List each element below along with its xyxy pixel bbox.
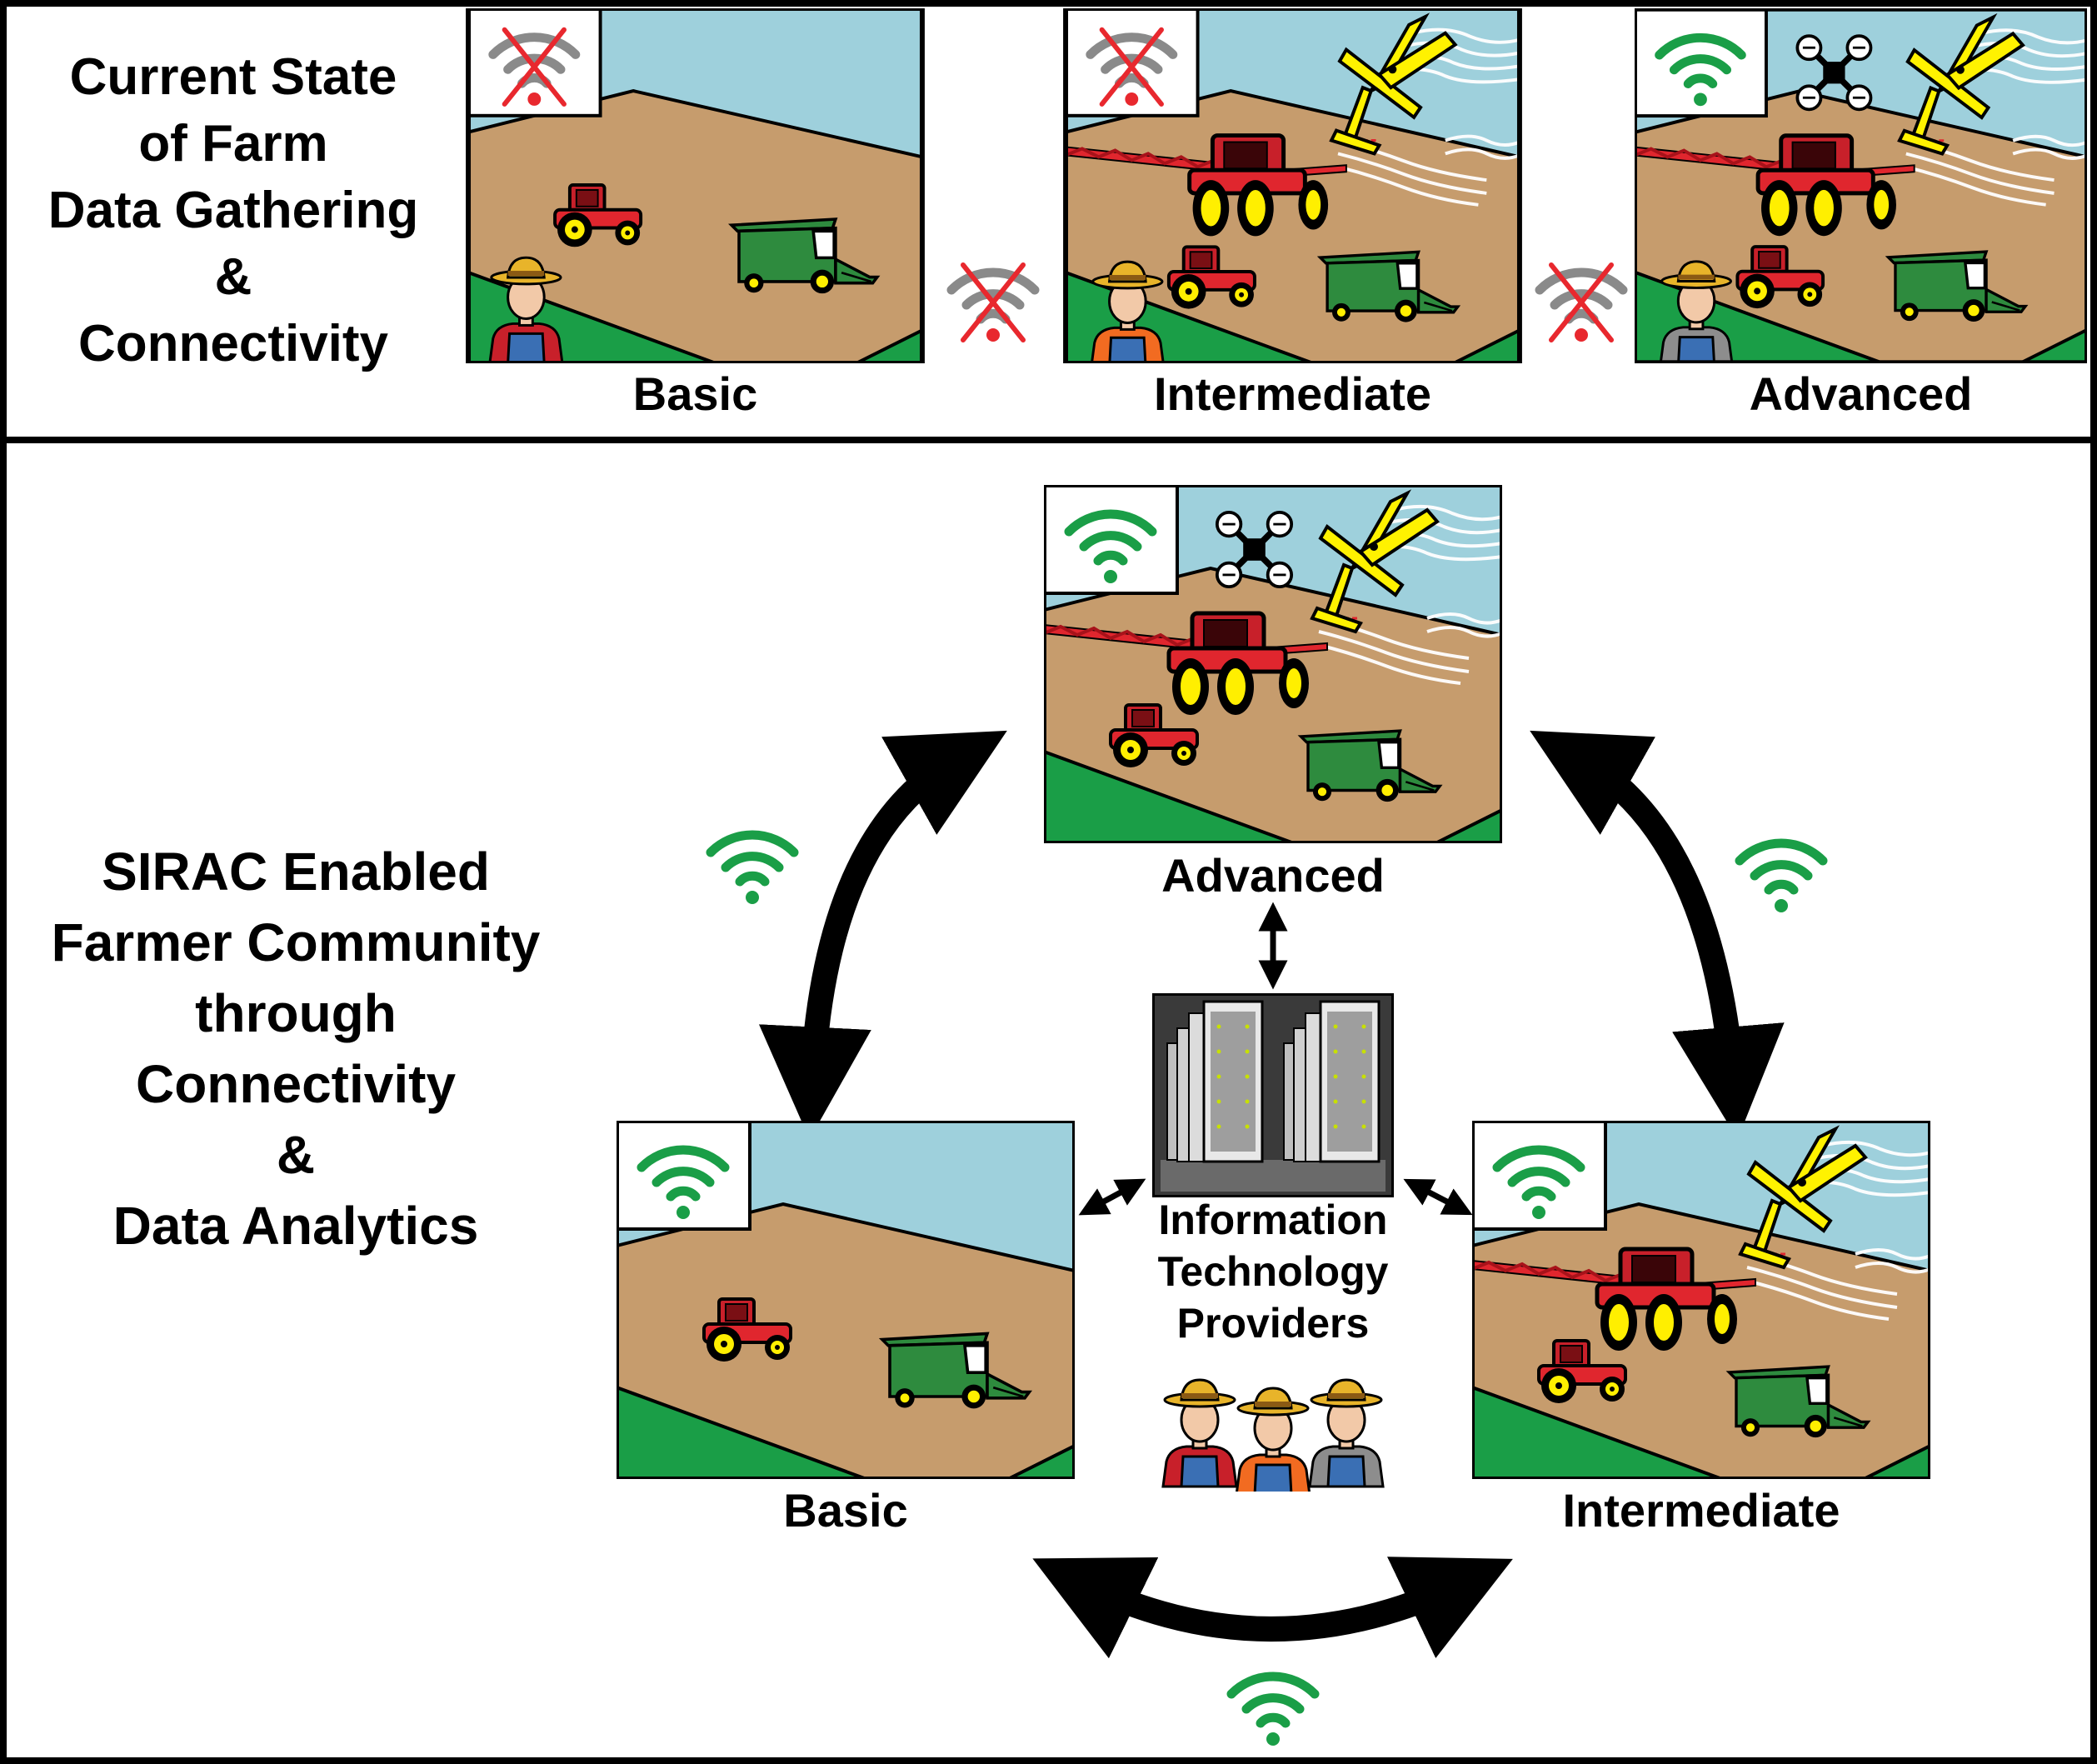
community-scene-advanced <box>1044 485 1502 843</box>
wifi-off-icon <box>951 265 1035 342</box>
top-title-line: of Farm <box>138 115 328 172</box>
bottom-title-line: & <box>276 1125 316 1185</box>
top-label-intermediate: Intermediate <box>1154 367 1431 420</box>
top-title: Current State of Farm Data Gathering & C… <box>17 52 450 385</box>
top-title-line: Current State <box>69 48 397 106</box>
farmer-group <box>1156 1367 1390 1492</box>
farmer-icon <box>1308 1378 1385 1488</box>
link-arrow-advanced-intermediate <box>1530 730 1785 1140</box>
top-scene-basic <box>465 8 926 363</box>
bottom-title: SIRAC Enabled Farmer Community through C… <box>8 845 583 1270</box>
link-arrow-basic-it <box>1078 1178 1146 1216</box>
top-scene-intermediate <box>1062 8 1523 363</box>
bottom-title-line: SIRAC Enabled <box>102 842 490 902</box>
wifi-icon <box>1231 1677 1315 1746</box>
it-providers-line: Information <box>1158 1197 1388 1243</box>
top-title-line: Data Gathering <box>47 182 419 239</box>
community-label-intermediate: Intermediate <box>1562 1484 1840 1537</box>
bottom-title-line: Connectivity <box>135 1054 457 1114</box>
bottom-title-line: Farmer Community <box>51 912 541 972</box>
top-scene-advanced <box>1635 8 2087 363</box>
it-providers-label: Information Technology Providers <box>1116 1194 1430 1349</box>
top-label-advanced: Advanced <box>1749 367 1973 420</box>
top-title-line: Connectivity <box>77 315 389 372</box>
link-status-2 <box>1531 258 1631 350</box>
community-links <box>0 442 2097 1758</box>
link-arrow-intermediate-it <box>1403 1178 1473 1216</box>
community-label-advanced: Advanced <box>1161 849 1385 902</box>
farmer-icon <box>1161 1378 1238 1488</box>
server-rack-icon <box>1152 993 1394 1197</box>
bottom-title-line: through <box>195 983 397 1043</box>
community-label-basic: Basic <box>783 1484 908 1537</box>
link-status-1 <box>943 258 1043 350</box>
wifi-icon <box>1740 843 1823 912</box>
top-title-line: & <box>214 248 252 306</box>
it-providers-line: Technology <box>1157 1248 1389 1295</box>
farmer-icon <box>1235 1387 1311 1492</box>
it-providers-line: Providers <box>1176 1300 1370 1347</box>
community-scene-intermediate <box>1472 1121 1930 1479</box>
wifi-off-icon <box>1540 265 1623 342</box>
community-scene-basic <box>617 1121 1075 1479</box>
link-arrow-basic-intermediate <box>1032 1557 1513 1659</box>
bottom-title-line: Data Analytics <box>112 1196 479 1256</box>
link-arrow-advanced-basic <box>758 730 1007 1140</box>
top-label-basic: Basic <box>632 367 758 420</box>
wifi-icon <box>711 835 794 904</box>
